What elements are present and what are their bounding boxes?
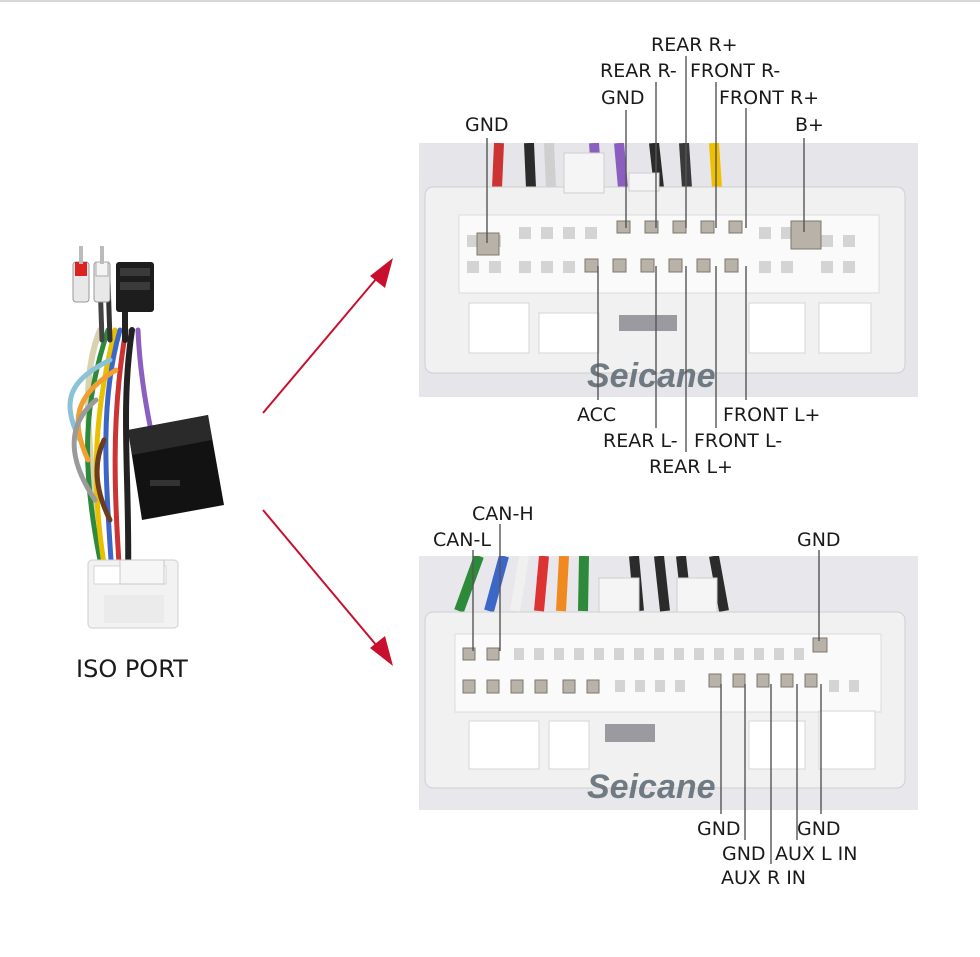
label-front-r-plus: FRONT R+ [719,87,820,109]
watermark-top: Seicane [587,357,716,395]
label-rear-r-plus: REAR R+ [651,34,738,56]
label-rear-l-minus: REAR L- [603,430,678,452]
label-rear-l-plus: REAR L+ [649,456,733,478]
label-front-l-plus: FRONT L+ [723,404,821,426]
label-can-l: CAN-L [433,529,491,551]
label-gnd-bottom-2: GND [797,818,841,840]
label-gnd-top-left: GND [465,114,509,136]
top-divider [0,0,980,2]
label-rear-r-minus: REAR R- [600,60,677,82]
label-gnd-bottom-top: GND [797,529,841,551]
arrows-layer [262,258,393,666]
connector-top-photo: Seicane [419,143,918,397]
label-gnd-top-mid: GND [601,87,645,109]
label-front-r-minus: FRONT R- [690,60,781,82]
arrow-head-bottom [370,636,393,666]
label-b-plus: B+ [795,114,824,136]
label-gnd-bottom-3: GND [722,843,766,865]
iso-port-caption: ISO PORT [76,655,188,683]
arrow-head-top [370,258,393,288]
label-acc: ACC [577,404,617,426]
iso-harness-illustration [67,246,224,629]
watermark-bottom: Seicane [587,768,716,806]
connector-bottom-photo: Seicane [419,556,918,810]
label-front-l-minus: FRONT L- [694,430,783,452]
label-aux-l-in: AUX L IN [775,843,858,865]
label-aux-r-in: AUX R IN [721,867,807,889]
label-gnd-bottom-1: GND [697,818,741,840]
label-can-h: CAN-H [472,503,534,525]
